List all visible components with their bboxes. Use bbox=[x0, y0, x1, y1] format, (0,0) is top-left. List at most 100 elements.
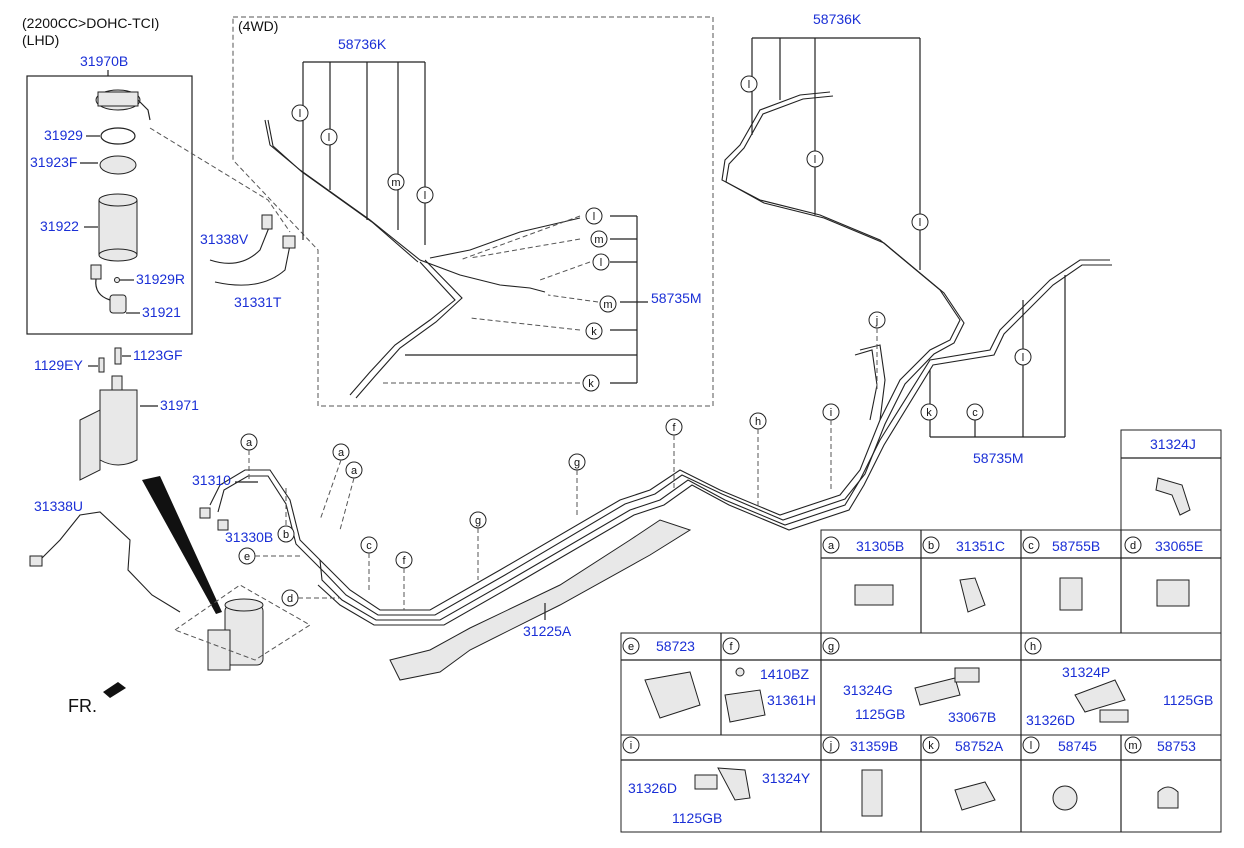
part-31331T[interactable]: 31331T bbox=[234, 294, 282, 310]
callout-g-1: g bbox=[568, 453, 586, 471]
callout-a-2: a bbox=[332, 443, 350, 461]
svg-text:f: f bbox=[402, 555, 406, 567]
part-31929[interactable]: 31929 bbox=[44, 127, 83, 143]
callout-m-2: m bbox=[590, 230, 608, 248]
part-31338V[interactable]: 31338V bbox=[200, 231, 249, 247]
svg-text:l: l bbox=[328, 132, 330, 144]
svg-text:1125GB: 1125GB bbox=[1163, 692, 1213, 708]
callout-a-3: a bbox=[345, 461, 363, 479]
callout-i-1: i bbox=[822, 403, 840, 421]
svg-text:l: l bbox=[593, 211, 595, 223]
svg-text:31361H: 31361H bbox=[767, 692, 816, 708]
part-58736K-left[interactable]: 58736K bbox=[338, 36, 387, 52]
svg-text:e: e bbox=[244, 551, 250, 563]
svg-text:h: h bbox=[1030, 641, 1036, 653]
part-31971[interactable]: 31971 bbox=[160, 397, 199, 413]
svg-text:a: a bbox=[338, 447, 345, 459]
svg-text:g: g bbox=[475, 515, 481, 527]
part-31921[interactable]: 31921 bbox=[142, 304, 181, 320]
svg-text:58752A: 58752A bbox=[955, 738, 1004, 754]
front-arrow-icon bbox=[103, 682, 126, 698]
svg-text:k: k bbox=[928, 740, 934, 752]
svg-text:l: l bbox=[748, 79, 750, 91]
legend-cell-b: b 31351C bbox=[922, 536, 1005, 613]
part-31330B[interactable]: 31330B bbox=[225, 529, 273, 545]
svg-text:i: i bbox=[630, 740, 632, 752]
legend-cell-i: i 31326D 31324Y 1125GB bbox=[622, 736, 811, 826]
svg-text:31324G: 31324G bbox=[843, 682, 893, 698]
svg-text:c: c bbox=[366, 540, 372, 552]
part-58736K-right[interactable]: 58736K bbox=[813, 11, 862, 27]
svg-text:l: l bbox=[919, 217, 921, 229]
filter-head bbox=[95, 89, 151, 121]
svg-text:b: b bbox=[283, 529, 289, 541]
part-58735M-right[interactable]: 58735M bbox=[973, 450, 1024, 466]
leader-wedge bbox=[142, 476, 222, 614]
svg-text:31324Y: 31324Y bbox=[762, 770, 811, 786]
svg-text:a: a bbox=[828, 540, 835, 552]
legend-cell-a: a 31305B bbox=[822, 536, 904, 606]
callout-a-1: a bbox=[240, 433, 258, 451]
svg-text:31326D: 31326D bbox=[628, 780, 677, 796]
svg-text:1125GB: 1125GB bbox=[672, 810, 722, 826]
svg-text:58755B: 58755B bbox=[1052, 538, 1100, 554]
hose-31338V bbox=[209, 214, 273, 264]
svg-text:j: j bbox=[875, 315, 878, 327]
callout-l-9: l bbox=[1014, 348, 1032, 366]
svg-text:l: l bbox=[1022, 352, 1024, 364]
callout-d-1: d bbox=[281, 589, 299, 607]
callout-b-1: b bbox=[277, 525, 295, 543]
callout-l-7: l bbox=[806, 150, 824, 168]
fwd-dashed-box bbox=[232, 16, 714, 407]
svg-text:31305B: 31305B bbox=[856, 538, 904, 554]
callout-m-3: m bbox=[599, 295, 617, 313]
part-31338U[interactable]: 31338U bbox=[34, 498, 83, 514]
part-31923F[interactable]: 31923F bbox=[30, 154, 77, 170]
svg-text:d: d bbox=[287, 593, 293, 605]
svg-text:58745: 58745 bbox=[1058, 738, 1097, 754]
filter-assembly-box bbox=[26, 75, 193, 335]
svg-text:k: k bbox=[588, 378, 594, 390]
svg-text:d: d bbox=[1130, 540, 1136, 552]
svg-text:58723: 58723 bbox=[656, 638, 695, 654]
legend-cell-l: l 58745 bbox=[1022, 736, 1097, 811]
part-31929R[interactable]: 31929R bbox=[136, 271, 185, 287]
callout-l-4: l bbox=[585, 207, 603, 225]
svg-text:l: l bbox=[299, 108, 301, 120]
legend-cell-j: j 31359B bbox=[822, 736, 898, 817]
callout-m-1: m bbox=[387, 173, 405, 191]
callout-k-3: k bbox=[920, 403, 938, 421]
legend-cell-m: m 58753 bbox=[1124, 736, 1196, 809]
drive-side-label: (LHD) bbox=[22, 32, 59, 48]
svg-text:a: a bbox=[351, 465, 358, 477]
part-31970B[interactable]: 31970B bbox=[80, 53, 128, 69]
svg-text:g: g bbox=[574, 457, 580, 469]
part-1129EY[interactable]: 1129EY bbox=[34, 357, 83, 373]
legend-cell-c: c 58755B bbox=[1022, 536, 1100, 611]
o-ring bbox=[100, 127, 136, 145]
part-31922[interactable]: 31922 bbox=[40, 218, 79, 234]
svg-text:a: a bbox=[246, 437, 253, 449]
svg-text:31324P: 31324P bbox=[1062, 664, 1110, 680]
svg-text:m: m bbox=[1128, 740, 1137, 752]
part-31225A[interactable]: 31225A bbox=[523, 623, 572, 639]
svg-text:g: g bbox=[828, 641, 834, 653]
svg-text:l: l bbox=[600, 257, 602, 269]
svg-text:33067B: 33067B bbox=[948, 709, 996, 725]
svg-text:31326D: 31326D bbox=[1026, 712, 1075, 728]
svg-text:j: j bbox=[829, 740, 832, 752]
callout-l-1: l bbox=[291, 104, 309, 122]
callout-l-5: l bbox=[592, 253, 610, 271]
filter-housing-assembly bbox=[207, 598, 264, 671]
part-31310[interactable]: 31310 bbox=[192, 472, 231, 488]
svg-text:f: f bbox=[729, 641, 733, 653]
legend-31324J[interactable]: 31324J bbox=[1150, 436, 1196, 452]
part-1123GF[interactable]: 1123GF bbox=[133, 347, 183, 363]
part-58735M-left[interactable]: 58735M bbox=[651, 290, 702, 306]
hose-31331T bbox=[214, 235, 296, 286]
filter-bracket-31971 bbox=[79, 375, 138, 481]
legend-cell-d: d 33065E bbox=[1124, 536, 1203, 607]
svg-text:l: l bbox=[814, 154, 816, 166]
